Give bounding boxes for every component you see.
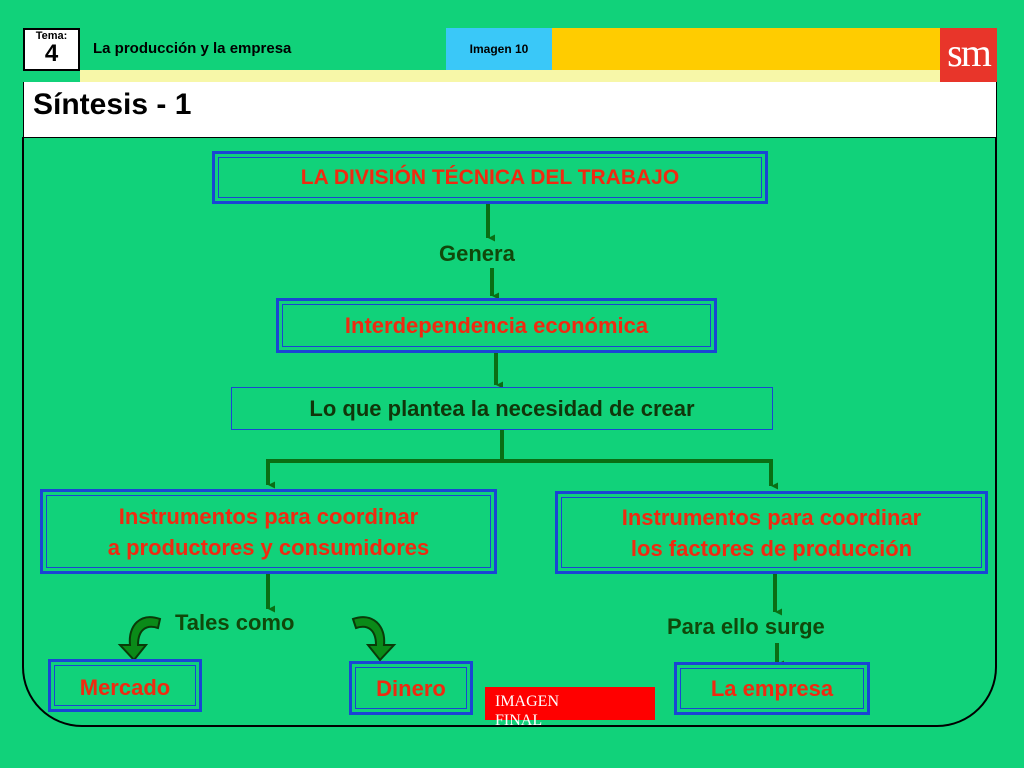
- box-mercado: Mercado: [48, 659, 202, 712]
- box-right-line2: los factores de producción: [630, 535, 913, 561]
- title-bar: [23, 82, 997, 138]
- box-necesidad-text: Lo que plantea la necesidad de crear: [309, 396, 695, 421]
- sm-logo: sm: [940, 28, 997, 82]
- label-para-ello-surge: Para ello surge: [667, 614, 825, 639]
- box-division-tecnica-text: LA DIVISIÓN TÉCNICA DEL TRABAJO: [300, 166, 680, 189]
- branch-connector-right: [502, 459, 771, 486]
- box-division-tecnica: LA DIVISIÓN TÉCNICA DEL TRABAJO: [212, 151, 768, 204]
- branch-connector: [266, 430, 504, 485]
- box-interdependencia-text: Interdependencia económica: [344, 313, 649, 338]
- box-left-line2: a productores y consumidores: [107, 534, 430, 560]
- imagen-final-button[interactable]: IMAGEN FINAL: [485, 687, 655, 729]
- content-frame: [22, 137, 997, 727]
- box-la-empresa: La empresa: [674, 662, 870, 715]
- curved-arrow-left-icon: [117, 616, 162, 662]
- box-instrumentos-factores: Instrumentos para coordinar los factores…: [555, 491, 988, 574]
- box-right-line1: Instrumentos para coordinar: [621, 504, 922, 530]
- tema-badge: Tema: 4: [23, 28, 80, 71]
- box-dinero-text: Dinero: [376, 675, 446, 701]
- box-dinero: Dinero: [349, 661, 473, 715]
- course-title: La producción y la empresa: [93, 40, 292, 57]
- label-tales-como: Tales como: [175, 610, 295, 635]
- imagen-tab[interactable]: Imagen 10: [446, 28, 552, 70]
- slide-title: Síntesis - 1: [33, 88, 192, 121]
- box-mercado-text: Mercado: [79, 675, 171, 700]
- box-left-line1: Instrumentos para coordinar: [118, 503, 419, 529]
- label-genera: Genera: [439, 241, 515, 266]
- box-instrumentos-consumidores: Instrumentos para coordinar a productore…: [40, 489, 497, 574]
- imagen-final-line2: FINAL: [495, 712, 543, 729]
- curved-arrow-right-icon: [351, 616, 397, 662]
- tema-number: 4: [44, 40, 59, 67]
- box-la-empresa-text: La empresa: [710, 676, 834, 701]
- tema-label: Tema:: [35, 30, 68, 42]
- imagen-final-line1: IMAGEN: [495, 693, 559, 710]
- box-interdependencia: Interdependencia económica: [276, 298, 717, 353]
- box-necesidad: Lo que plantea la necesidad de crear: [231, 387, 773, 430]
- header-strip: [80, 70, 940, 82]
- header-band: [552, 28, 940, 70]
